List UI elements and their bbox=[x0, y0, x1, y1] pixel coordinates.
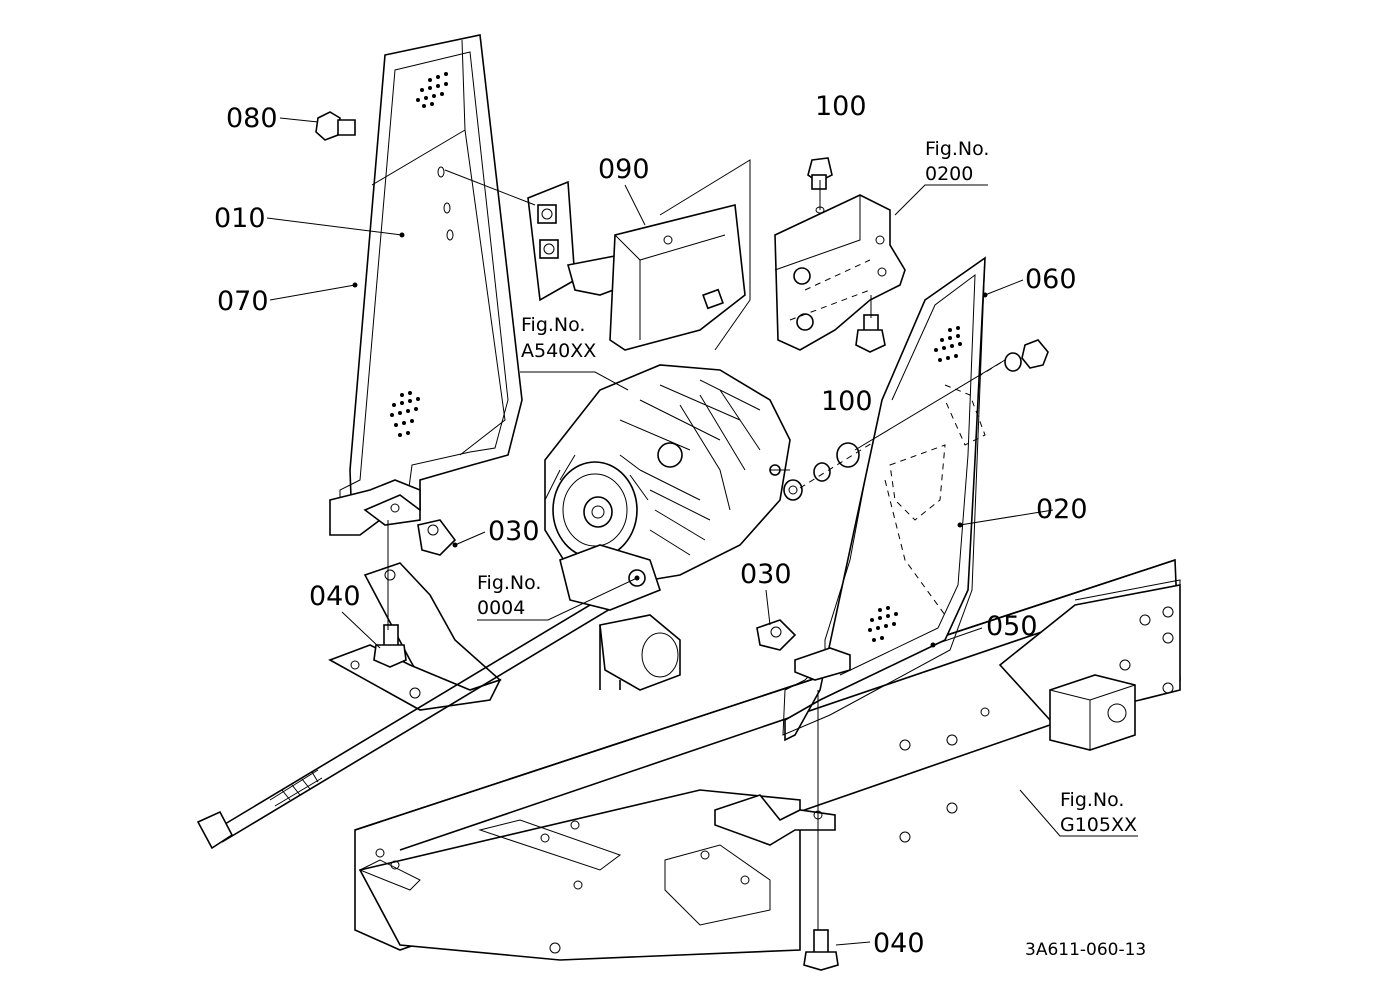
right-nut-washer bbox=[1004, 339, 1049, 372]
left-shield-010 bbox=[329, 34, 523, 536]
fig-ref-0004-title: Fig.No. bbox=[477, 572, 541, 594]
label-020: 020 bbox=[1036, 494, 1088, 525]
leader-lines bbox=[266, 117, 1138, 946]
assembly-lines bbox=[387, 169, 1006, 930]
bracket-090 bbox=[527, 159, 751, 351]
drawing-code: 3A611-060-13 bbox=[1025, 940, 1146, 960]
bolt-040-left bbox=[373, 624, 407, 668]
perforation-dots-right-lower bbox=[868, 606, 898, 642]
clip-030-left bbox=[417, 519, 457, 556]
label-100-top: 100 bbox=[815, 91, 867, 122]
fig-ref-0200-number: 0200 bbox=[925, 163, 973, 185]
fig-ref-0004-number: 0004 bbox=[477, 597, 525, 619]
label-080: 080 bbox=[226, 103, 278, 134]
right-shield-020 bbox=[782, 256, 986, 742]
label-040-left: 040 bbox=[309, 581, 361, 612]
perforation-dots-upper bbox=[416, 72, 448, 108]
label-100-mid: 100 bbox=[821, 386, 873, 417]
frame-rail bbox=[354, 558, 1181, 961]
label-030-right: 030 bbox=[740, 559, 792, 590]
bolt-100-top bbox=[807, 157, 833, 190]
fig-ref-a540xx-number: A540XX bbox=[521, 340, 596, 362]
label-040-bottom: 040 bbox=[873, 928, 925, 959]
fig-ref-a540xx-title: Fig.No. bbox=[521, 314, 585, 336]
fig-ref-0200-title: Fig.No. bbox=[925, 138, 989, 160]
bolt-040-bottom bbox=[803, 929, 839, 971]
bolt-100-mid bbox=[855, 314, 886, 353]
label-090: 090 bbox=[598, 154, 650, 185]
long-bolt bbox=[196, 574, 646, 850]
fig-ref-g105xx-number: G105XX bbox=[1060, 814, 1137, 836]
bracket-0200 bbox=[774, 194, 906, 351]
fig-ref-g105xx-title: Fig.No. bbox=[1060, 789, 1124, 811]
bolt-080 bbox=[315, 111, 356, 141]
label-030-left: 030 bbox=[488, 516, 540, 547]
label-060: 060 bbox=[1025, 264, 1077, 295]
label-010: 010 bbox=[214, 203, 266, 234]
perforation-dots-lower bbox=[390, 391, 420, 437]
clip-030-right bbox=[756, 619, 797, 651]
label-070: 070 bbox=[217, 286, 269, 317]
label-050: 050 bbox=[986, 611, 1038, 642]
alternator bbox=[544, 364, 791, 691]
perforation-dots-right-upper bbox=[934, 326, 962, 362]
